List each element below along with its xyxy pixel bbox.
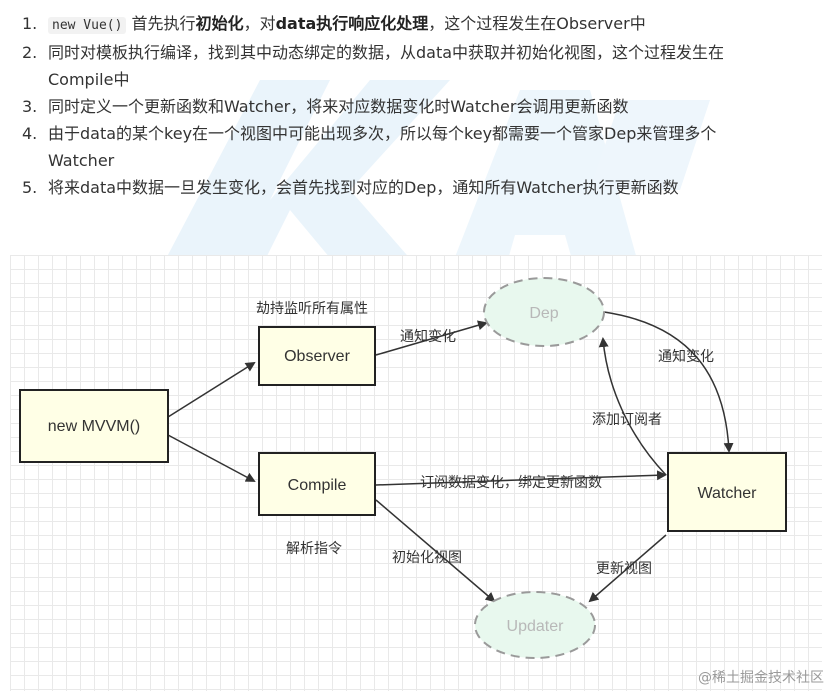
edge-mvvm-compile	[167, 434, 256, 482]
edge-observer-dep	[375, 320, 488, 356]
node-observer-label: Observer	[284, 348, 350, 365]
step-text: Watcher	[48, 151, 115, 170]
edge-compile-updater	[375, 499, 496, 603]
footer-credit: @稀土掘金技术社区	[698, 670, 824, 686]
step-item: 4. 由于data的某个key在一个视图中可能出现多次，所以每个key都需要一个…	[0, 120, 832, 174]
step-text: ，这个过程发生在Observer中	[428, 14, 646, 33]
node-observer-box	[258, 326, 376, 386]
node-mvvm-box	[19, 389, 169, 463]
label-subscribe: 订阅数据变化，绑定更新函数	[420, 475, 602, 491]
step-text: 首先执行	[131, 14, 196, 33]
step-text: 同时对模板执行编译，找到其中动态绑定的数据，从data中获取并初始化视图，这个过…	[48, 43, 725, 62]
label-hijack: 劫持监听所有属性	[256, 301, 368, 317]
label-notify-dep: 通知变化	[658, 348, 714, 365]
step-text: 将来data中数据一旦发生变化，会首先找到对应的Dep，通知所有Watcher执…	[48, 178, 679, 197]
node-compile-label: Compile	[288, 477, 347, 494]
step-text: 由于data的某个key在一个视图中可能出现多次，所以每个key都需要一个管家D…	[48, 124, 717, 143]
label-parse: 解析指令	[286, 541, 342, 557]
step-bold: data执行响应化处理	[275, 14, 429, 33]
node-updater-label: Updater	[507, 618, 565, 635]
node-dep-label: Dep	[529, 305, 558, 322]
node-updater-ellipse	[474, 591, 596, 659]
edge-watcher-dep	[598, 337, 667, 476]
label-update-view: 更新视图	[596, 561, 652, 577]
step-item: 5. 将来data中数据一旦发生变化，会首先找到对应的Dep，通知所有Watch…	[0, 174, 832, 201]
step-text: Compile中	[48, 70, 130, 89]
label-notify-observer: 通知变化	[400, 328, 456, 345]
inline-code: new Vue()	[48, 17, 127, 34]
step-list: 1. new Vue() 首先执行初始化，对data执行响应化处理，这个过程发生…	[0, 0, 832, 201]
label-add-subscriber: 添加订阅者	[592, 412, 662, 428]
node-dep-ellipse	[483, 277, 605, 347]
mvvm-diagram: new MVVM() Observer Compile Watcher Dep …	[10, 255, 822, 691]
step-text: ，对	[243, 14, 276, 33]
node-compile-box	[258, 452, 376, 516]
step-item: 1. new Vue() 首先执行初始化，对data执行响应化处理，这个过程发生…	[0, 10, 832, 39]
step-item: 2. 同时对模板执行编译，找到其中动态绑定的数据，从data中获取并初始化视图，…	[0, 39, 832, 93]
step-number: 2.	[22, 43, 38, 62]
step-number: 4.	[22, 124, 38, 143]
step-number: 1.	[22, 14, 38, 33]
step-number: 3.	[22, 97, 38, 116]
edge-mvvm-observer	[167, 361, 256, 418]
node-watcher-label: Watcher	[698, 485, 758, 502]
edge-dep-watcher	[603, 311, 734, 453]
step-bold: 初始化	[195, 14, 244, 33]
node-mvvm-label: new MVVM()	[48, 418, 140, 435]
node-watcher-box	[667, 452, 787, 532]
step-number: 5.	[22, 178, 38, 197]
edge-watcher-updater	[588, 534, 667, 603]
diagram-canvas: new MVVM() Observer Compile Watcher Dep …	[19, 277, 787, 659]
step-text: 同时定义一个更新函数和Watcher，将来对应数据变化时Watcher会调用更新…	[48, 97, 629, 116]
label-init-view: 初始化视图	[392, 549, 462, 566]
edge-compile-watcher	[375, 470, 667, 486]
step-item: 3. 同时定义一个更新函数和Watcher，将来对应数据变化时Watcher会调…	[0, 93, 832, 120]
